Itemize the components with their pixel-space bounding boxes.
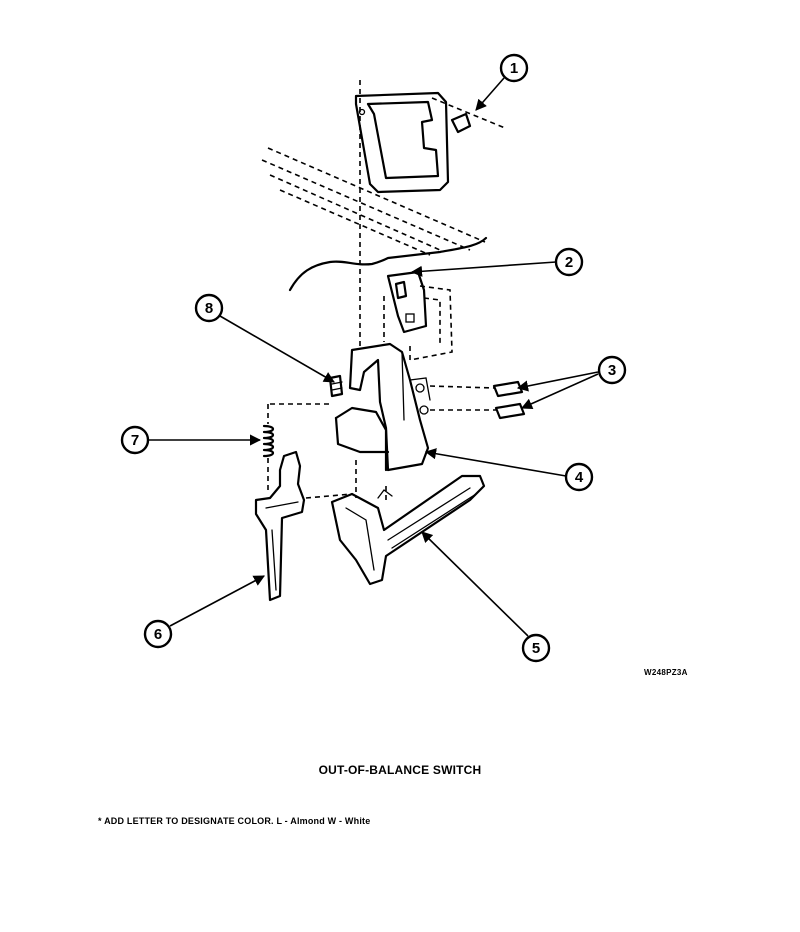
part-5-lever-plate [330,474,486,586]
part-2-switch [386,270,453,361]
part-1-panel-bracket [354,91,472,194]
callout-7: 7 [120,425,150,455]
callout-5: 5 [521,633,551,663]
callout-2: 2 [554,247,584,277]
color-footnote: * ADD LETTER TO DESIGNATE COLOR. L - Alm… [98,816,371,826]
callout-8-label: 8 [205,300,213,317]
callout-4: 4 [564,462,594,492]
callout-1-label: 1 [510,60,518,77]
callout-3: 3 [597,355,627,385]
callout-6: 6 [143,619,173,649]
part-8-screw [270,374,344,405]
cabinet-outline [261,97,506,292]
leader-lines [148,77,599,637]
part-7-spring [262,404,275,494]
part-3-screws [429,380,526,420]
callout-7-label: 7 [131,432,139,449]
part-6-actuator-arm [254,450,353,602]
diagram-title: OUT-OF-BALANCE SWITCH [318,763,482,777]
callout-6-label: 6 [154,626,162,643]
callout-2-label: 2 [565,254,573,271]
callout-4-label: 4 [575,469,584,486]
part-4-switch-bracket [334,80,431,498]
callout-5-label: 5 [532,640,540,657]
callout-3-label: 3 [608,362,616,379]
drawing-code: W248PZ3A [644,668,688,677]
callout-8: 8 [194,293,224,323]
callout-1: 1 [499,53,529,83]
